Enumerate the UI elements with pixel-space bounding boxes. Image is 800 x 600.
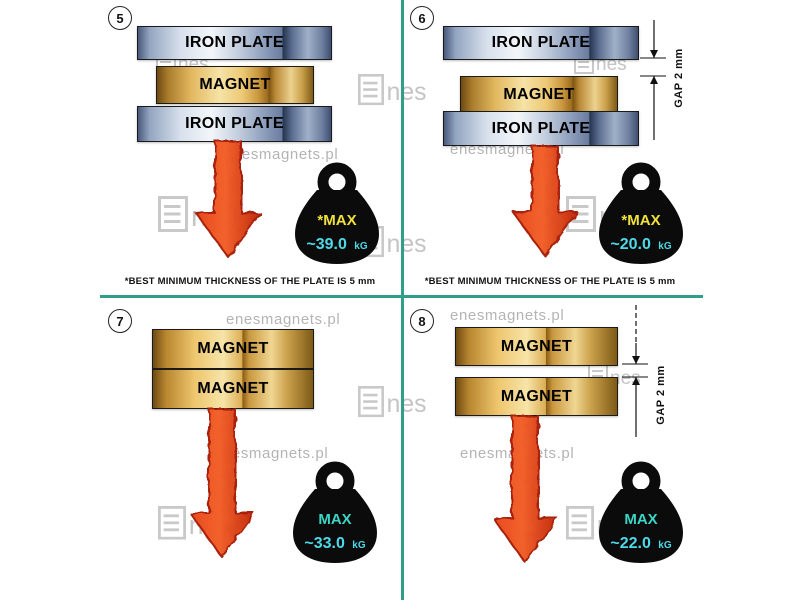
iron-plate-label: IRON PLATE xyxy=(185,115,284,132)
panel-number: 5 xyxy=(108,6,132,30)
svg-text:~33.0 kG: ~33.0 kG xyxy=(304,535,365,552)
footnote-text: *BEST MINIMUM THICKNESS OF THE PLATE IS xyxy=(424,276,647,287)
panel-8: 8 MAGNET MAGNET GAP 2 mm MAX ~22.0 kG xyxy=(400,297,700,600)
enes-logo: nes xyxy=(358,386,426,417)
iron-plate-label: IRON PLATE xyxy=(185,34,284,51)
iron-plate-label: IRON PLATE xyxy=(491,119,591,137)
panel-number: 6 xyxy=(410,6,434,30)
weight-unit: kG xyxy=(352,540,366,551)
svg-text:~20.0 kG: ~20.0 kG xyxy=(610,236,671,253)
footnote-bold: 5 mm xyxy=(349,276,376,287)
weight-max-label: *MAX xyxy=(317,212,356,229)
panel-number: 7 xyxy=(108,309,132,333)
svg-text:~39.0 kG: ~39.0 kG xyxy=(306,236,367,253)
watermark-url: enesmagnets.pl xyxy=(226,311,341,328)
iron-plate-bottom: IRON PLATE xyxy=(443,111,639,146)
watermark-url: enesmagnets.pl xyxy=(450,307,565,324)
weight-kettlebell-icon: MAX ~22.0 kG xyxy=(599,461,683,563)
enes-logo-text: nes xyxy=(386,231,427,259)
iron-plate-top: IRON PLATE xyxy=(137,26,332,60)
svg-text:~22.0 kG: ~22.0 kG xyxy=(610,535,671,552)
panel-5: 5 IRON PLATE MAGNET IRON PLATE *MAX ~39.… xyxy=(100,0,400,296)
footnote-text: *BEST MINIMUM THICKNESS OF THE PLATE IS xyxy=(124,276,347,287)
iron-plate-label: IRON PLATE xyxy=(491,34,591,51)
weight-max-label: MAX xyxy=(318,511,351,528)
magnet-label: MAGNET xyxy=(503,85,575,103)
weight-unit: kG xyxy=(354,241,368,252)
weight-kettlebell-icon: MAX ~33.0 kG xyxy=(293,461,377,563)
panel-6: 6 IRON PLATE MAGNET IRON PLATE GAP 2 mm … xyxy=(400,0,700,296)
panel-7: 7 MAGNET MAGNET MAX ~33.0 kG xyxy=(100,297,400,600)
gap-dimension: GAP 2 mm xyxy=(640,20,685,140)
force-arrow-icon xyxy=(195,140,261,258)
weight-max-label: *MAX xyxy=(621,212,660,229)
enes-logo-icon xyxy=(358,74,384,106)
magnet-bar-bottom: MAGNET xyxy=(152,369,314,409)
divider-vertical xyxy=(401,0,404,600)
enes-logo-icon xyxy=(566,506,594,540)
footnote-bold: 5 mm xyxy=(649,276,676,287)
weight-unit: kG xyxy=(658,540,672,551)
weight-value: ~20.0 xyxy=(610,236,651,253)
magnet-label: MAGNET xyxy=(500,387,573,405)
iron-plate-bottom: IRON PLATE xyxy=(137,106,332,142)
enes-logo-icon xyxy=(158,506,186,540)
force-arrow-icon xyxy=(189,408,255,558)
force-arrow-icon xyxy=(492,415,558,563)
gap-label: GAP 2 mm xyxy=(673,48,685,107)
gap-label: GAP 2 mm xyxy=(655,365,667,424)
panel-number: 8 xyxy=(410,309,434,333)
magnet-bar: MAGNET xyxy=(156,66,314,104)
magnet-label: MAGNET xyxy=(197,340,269,357)
magnet-label: MAGNET xyxy=(197,380,269,397)
watermark-url: enesmagnets.pl xyxy=(214,445,329,462)
magnet-label: MAGNET xyxy=(199,76,271,93)
iron-plate-top: IRON PLATE xyxy=(443,26,639,60)
weight-value: ~22.0 xyxy=(610,535,651,552)
force-arrow-icon xyxy=(512,145,578,257)
weight-max-label: MAX xyxy=(624,511,657,528)
magnet-bar: MAGNET xyxy=(460,76,618,113)
watermark-url: enesmagnets.pl xyxy=(224,146,339,163)
weight-kettlebell-icon: *MAX ~39.0 kG xyxy=(295,162,379,264)
gap-dimension: GAP 2 mm xyxy=(622,305,667,437)
weight-value: ~33.0 xyxy=(304,535,345,552)
weight-value: ~39.0 xyxy=(306,236,347,253)
enes-logo-icon xyxy=(358,386,384,418)
enes-logo-icon xyxy=(158,196,188,232)
magnet-bar-top: MAGNET xyxy=(455,327,618,366)
enes-logo-text: nes xyxy=(386,79,427,107)
enes-logo: nes xyxy=(358,74,427,107)
magnet-bar-top: MAGNET xyxy=(152,329,314,369)
weight-unit: kG xyxy=(658,241,672,252)
magnet-bar-bottom: MAGNET xyxy=(455,377,618,416)
weight-kettlebell-icon: *MAX ~20.0 kG xyxy=(599,162,683,264)
magnet-label: MAGNET xyxy=(500,337,573,355)
enes-logo-text: nes xyxy=(386,391,427,419)
